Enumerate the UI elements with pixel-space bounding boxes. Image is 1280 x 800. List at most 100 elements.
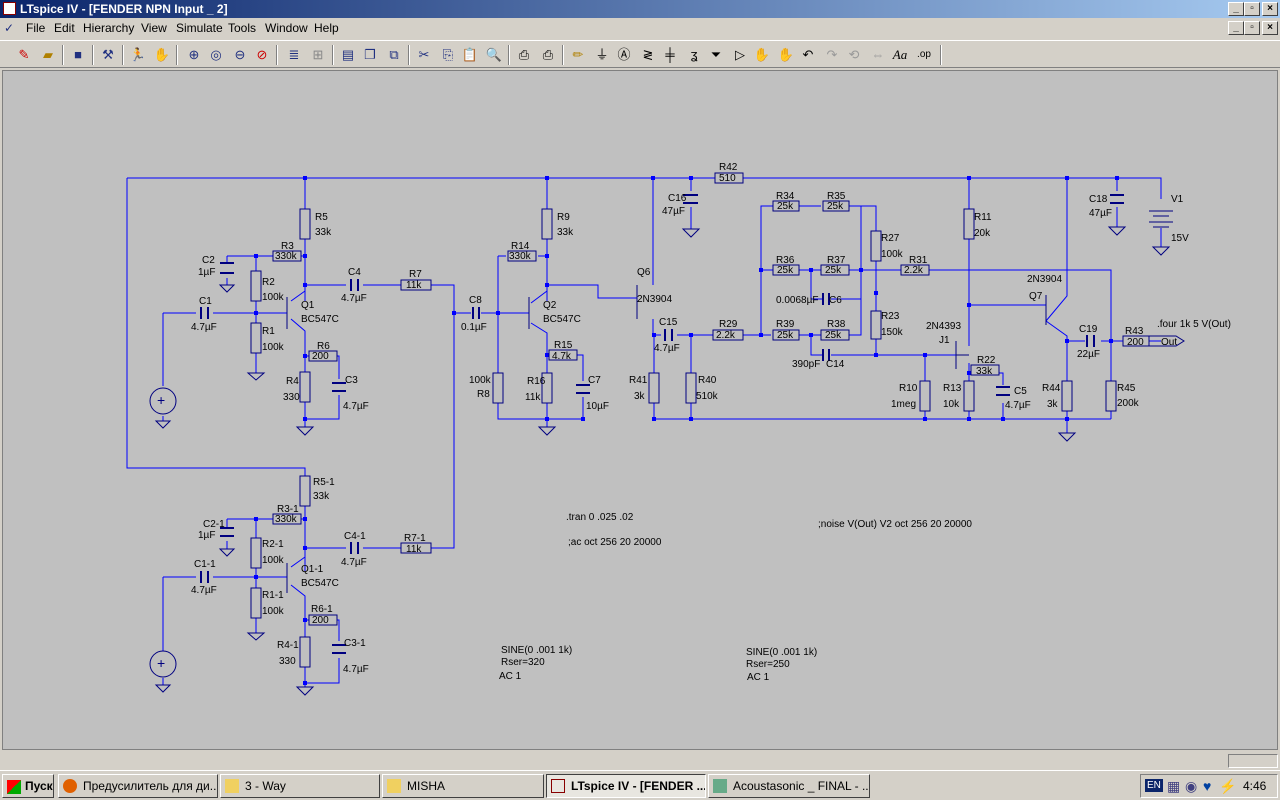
toolbar-separator (62, 45, 64, 65)
spice-directive-icon[interactable]: .op (917, 49, 931, 60)
resistor-icon[interactable]: ≷ (642, 47, 654, 62)
clock[interactable]: 4:46 (1243, 779, 1267, 793)
cut-icon[interactable]: ✂ (418, 47, 430, 62)
label-R2-1: R2-1 (262, 539, 284, 550)
zoom-out-icon[interactable]: ⊖ (234, 47, 246, 62)
close-button[interactable]: × (1262, 2, 1278, 16)
minimize-button[interactable]: _ (1228, 2, 1244, 16)
new-schematic-icon[interactable]: ✎ (18, 47, 30, 62)
child-minimize-button[interactable]: _ (1228, 21, 1244, 35)
move-icon[interactable]: ✋ (753, 47, 771, 62)
inductor-icon[interactable]: ʓ (690, 47, 698, 62)
control-panel-icon[interactable]: ⚒ (102, 47, 114, 62)
capacitor-icon[interactable]: ╪ (665, 47, 675, 62)
undo-icon[interactable]: ↶ (802, 47, 814, 62)
menu-file[interactable]: File (26, 21, 46, 35)
draw-wire-icon[interactable]: ✏ (572, 47, 584, 62)
run-icon[interactable]: 🏃 (129, 47, 147, 62)
task-ltspice[interactable]: LTspice IV - [FENDER ... (546, 774, 706, 798)
child-close-button[interactable]: × (1262, 21, 1278, 35)
label-R13: R13 (943, 383, 962, 394)
open-icon[interactable]: ▰ (43, 47, 53, 62)
component-icon[interactable]: ▷ (735, 47, 745, 62)
v2-sine[interactable]: SINE(0 .001 1k) (501, 645, 572, 656)
v3-ac[interactable]: AC 1 (747, 672, 770, 683)
value-R1-1: 100k (262, 606, 285, 617)
four-directive[interactable]: .four 1k 5 V(Out) (1157, 319, 1231, 330)
save-icon[interactable]: ■ (74, 47, 82, 62)
child-restore-button[interactable]: ▫ (1244, 21, 1260, 35)
ac-directive[interactable]: ;ac oct 256 20 20000 (568, 537, 662, 548)
diode-icon[interactable]: ⏷ (710, 47, 722, 62)
redo-icon[interactable]: ↷ (826, 47, 838, 62)
zoom-in-icon[interactable]: ⊕ (188, 47, 200, 62)
v2-rser[interactable]: Rser=320 (501, 657, 545, 668)
label-R1: R1 (262, 326, 275, 337)
value-J1: 2N4393 (926, 321, 961, 332)
label-Q7: Q7 (1029, 291, 1043, 302)
zoom-cancel-icon[interactable]: ⊘ (256, 47, 268, 62)
close-all-icon[interactable]: ⧉ (389, 47, 399, 62)
task-acoustasonic[interactable]: Acoustasonic _ FINAL - ... (708, 774, 870, 798)
maximize-button[interactable]: ▫ (1244, 2, 1260, 16)
label-R31: R31 (909, 255, 928, 266)
v2-ac[interactable]: AC 1 (499, 671, 522, 682)
menu-simulate[interactable]: Simulate (176, 21, 223, 35)
menu-view[interactable]: View (141, 21, 167, 35)
menu-window[interactable]: Window (265, 21, 308, 35)
language-indicator[interactable]: EN (1145, 779, 1163, 792)
menu-edit[interactable]: Edit (54, 21, 75, 35)
cascade-icon[interactable]: ❐ (364, 47, 376, 62)
menu-hierarchy[interactable]: Hierarchy (83, 21, 135, 35)
task-browser[interactable]: Предусилитель для ди... (58, 774, 218, 798)
text-icon[interactable]: Aa (892, 47, 908, 62)
task-folder-misha[interactable]: MISHA (382, 774, 544, 798)
start-button[interactable]: Пуск (2, 774, 54, 798)
pan-icon[interactable]: ◎ (210, 47, 222, 62)
print-icon[interactable]: ⎙ (542, 47, 554, 62)
halt-icon[interactable]: ✋ (153, 47, 171, 62)
label-R5-1: R5-1 (313, 477, 335, 488)
child-window-icon[interactable]: ✓ (4, 21, 15, 35)
paste-icon[interactable]: 📋 (461, 47, 479, 62)
label-net-icon[interactable]: Ⓐ (617, 47, 631, 62)
ground-icon[interactable]: ⏚ (595, 47, 609, 62)
view-fft-icon[interactable]: ⊞ (312, 47, 324, 62)
usb-icon[interactable]: ⚡ (1219, 778, 1237, 794)
value-R2: 100k (262, 292, 285, 303)
v3-rser[interactable]: Rser=250 (746, 659, 790, 670)
menu-tools[interactable]: Tools (228, 21, 257, 35)
label-R39: R39 (776, 319, 795, 330)
drag-icon[interactable]: ✋ (777, 47, 795, 62)
find-icon[interactable]: 🔍 (485, 47, 503, 62)
label-R35: R35 (827, 191, 846, 202)
menu-help[interactable]: Help (314, 21, 339, 35)
security-icon[interactable]: ◉ (1185, 778, 1198, 794)
autorange-icon[interactable]: ≣ (288, 47, 300, 62)
network-icon[interactable]: ▦ (1167, 778, 1181, 794)
ltspice-icon[interactable] (3, 2, 16, 15)
toolbar-separator (92, 45, 94, 65)
label-C4-1: C4-1 (344, 531, 366, 542)
antivirus-icon[interactable]: ♥ (1203, 778, 1212, 794)
copy-icon[interactable]: ⎘ (442, 47, 454, 62)
rotate-icon[interactable]: ⟲ (848, 47, 860, 62)
toolbar-separator (562, 45, 564, 65)
value-C15: 4.7µF (654, 343, 680, 354)
tran-directive[interactable]: .tran 0 .025 .02 (566, 512, 634, 523)
tile-icon[interactable]: ▤ (341, 47, 355, 62)
windows-logo-icon (7, 780, 21, 794)
window-title: LTspice IV - [FENDER NPN Input _ 2] (20, 2, 228, 16)
mirror-icon[interactable]: ⇔ (871, 47, 885, 62)
task-folder-3way[interactable]: 3 - Way (220, 774, 380, 798)
value-R4: 330 (283, 392, 300, 403)
spice-directives[interactable]: .tran 0 .025 .02 ;ac oct 256 20 20000 ;n… (499, 319, 1231, 683)
print-setup-icon[interactable]: ⎙ (518, 47, 530, 62)
folder-icon (387, 779, 401, 793)
value-R43: 200 (1127, 337, 1144, 348)
noise-directive[interactable]: ;noise V(Out) V2 oct 256 20 20000 (818, 519, 972, 530)
v3-sine[interactable]: SINE(0 .001 1k) (746, 647, 817, 658)
value-R34: 25k (777, 201, 794, 212)
label-R42: R42 (719, 162, 738, 173)
